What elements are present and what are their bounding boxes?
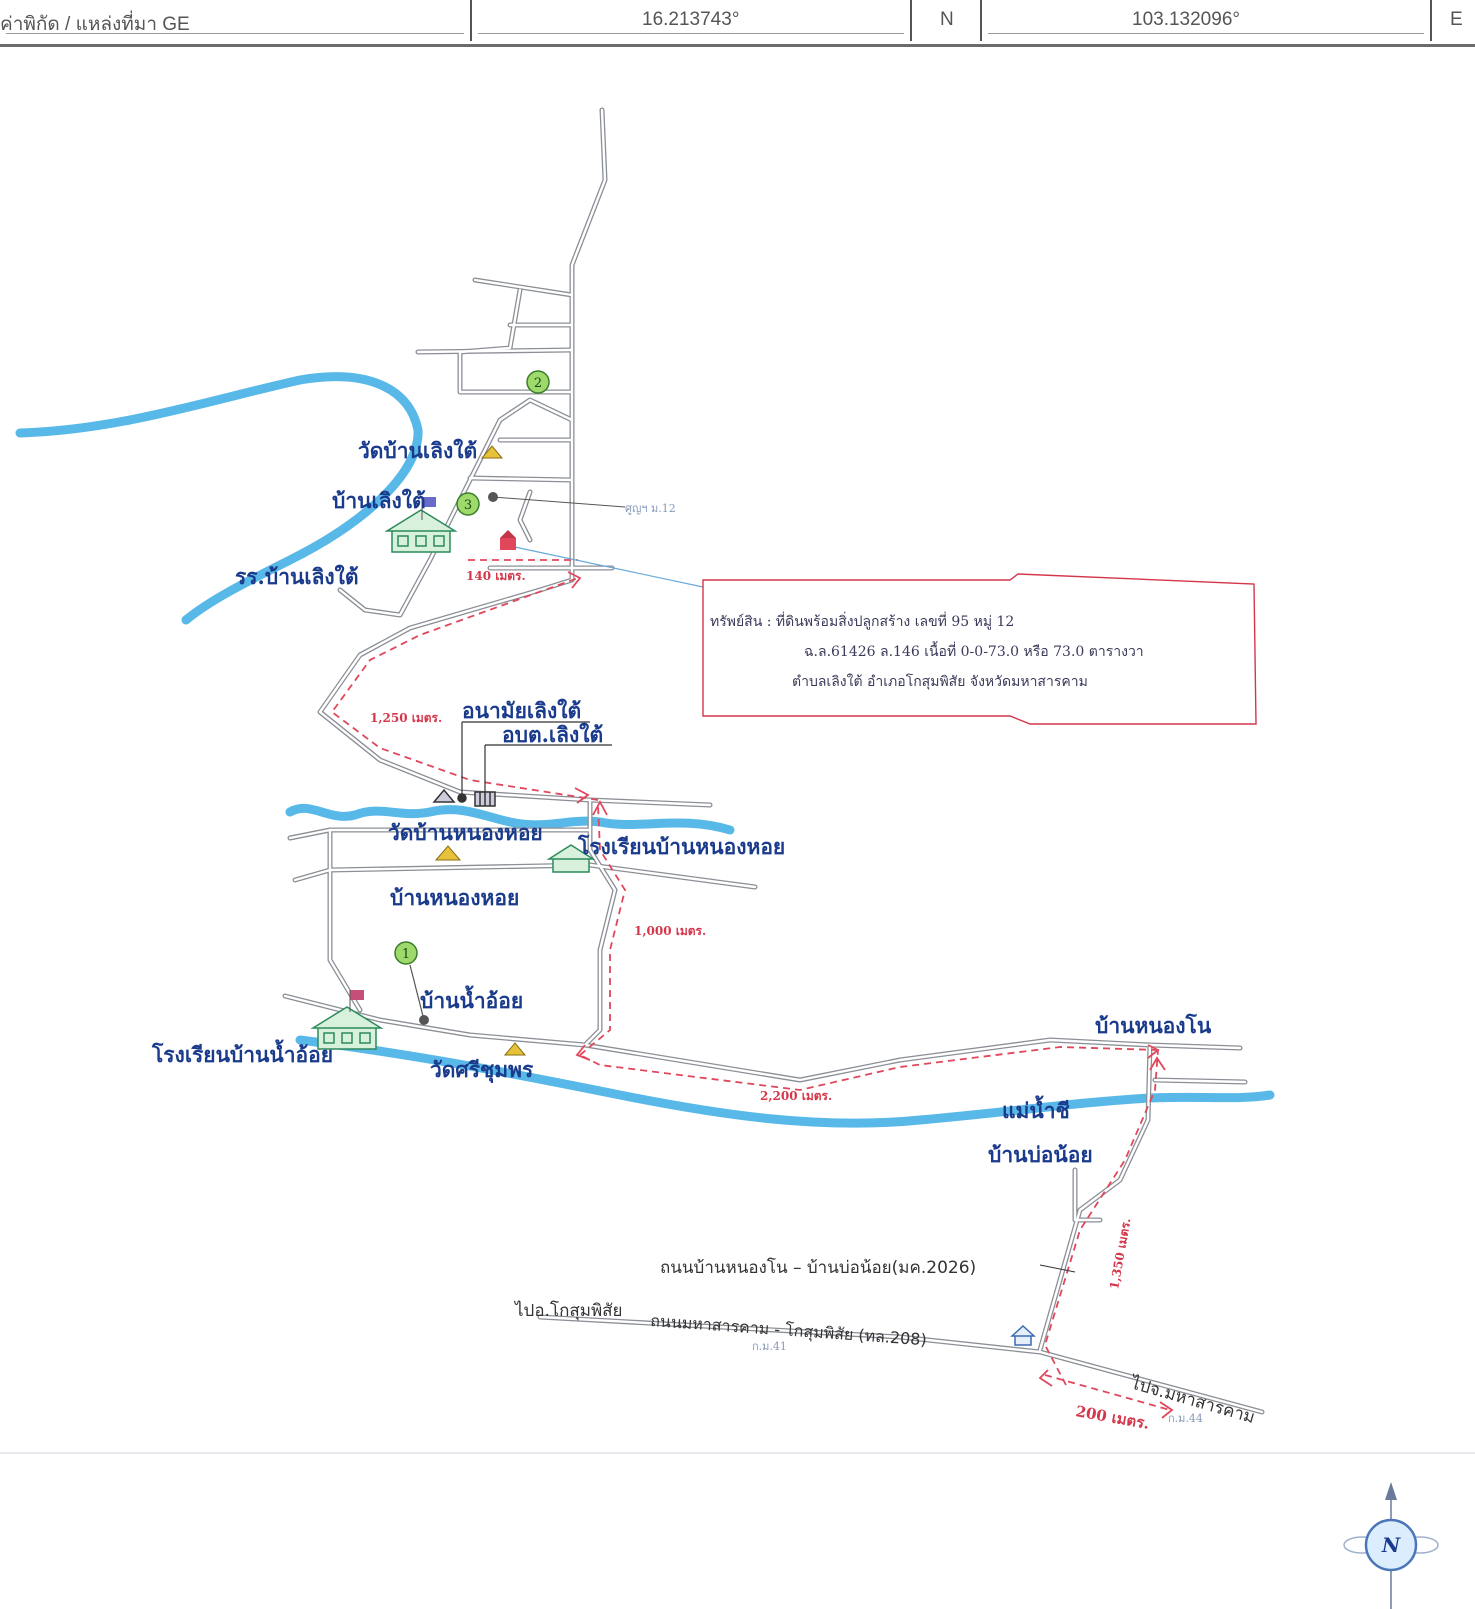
marker-1: 1 xyxy=(394,941,418,965)
lon-dir-cell: E xyxy=(1432,0,1475,41)
village-hall-leader xyxy=(492,496,626,508)
village-hall-dot xyxy=(488,492,498,502)
coordinate-header: ค่าพิกัด / แหล่งที่มา GE 16.213743° N 10… xyxy=(0,0,1475,47)
km-44-label: ก.ม.44 xyxy=(1168,1412,1203,1425)
local-road-label: ถนนบ้านหนองโน – บ้านบ่อน้อย(มค.2026) xyxy=(660,1257,976,1278)
distance-1250: 1,250 เมตร. xyxy=(370,711,442,725)
lat-dir-cell: N xyxy=(912,0,982,41)
property-line-3: ตำบลเลิงใต้ อำเภอโกสุมพิสัย จังหวัดมหาสา… xyxy=(792,673,1088,690)
label-health-station: อนามัยเลิงใต้ xyxy=(462,698,581,723)
svg-text:1: 1 xyxy=(402,947,410,962)
km-41-label: ก.ม.41 xyxy=(752,1340,787,1353)
marker-3: 3 xyxy=(456,492,480,516)
label-wat-nong-hoi: วัดบ้านหนองหอย xyxy=(388,820,543,845)
label-wat-si-chum-phon: วัดศรีชุมพร xyxy=(430,1057,534,1084)
road-labels: ถนนบ้านหนองโน – บ้านบ่อน้อย(มค.2026) ไปอ… xyxy=(513,1257,1257,1428)
roads xyxy=(282,107,1265,1415)
label-ban-loeng-tai: บ้านเลิงใต้ xyxy=(332,488,426,513)
flag-icon xyxy=(349,497,436,1012)
coord-source-cell: ค่าพิกัด / แหล่งที่มา GE xyxy=(0,0,472,41)
svg-text:3: 3 xyxy=(464,498,472,513)
svg-text:2: 2 xyxy=(534,376,542,391)
marker-2: 2 xyxy=(526,370,550,394)
label-school-nong-hoi: โรงเรียนบ้านหนองหอย xyxy=(577,834,785,859)
north-arrow-icon: N xyxy=(1343,1482,1439,1609)
property-line-1: ทรัพย์สิน : ที่ดินพร้อมสิ่งปลูกสร้าง เลข… xyxy=(710,612,1014,630)
property-line-2: ฉ.ล.61426 ล.146 เนื้อที่ 0-0-73.0 หรือ 7… xyxy=(804,641,1144,660)
to-kosum-label: ไปอ.โกสุมพิสัย xyxy=(513,1300,623,1321)
distance-200: 200 เมตร. xyxy=(1074,1402,1151,1433)
property-marker-icon xyxy=(500,530,516,550)
latitude-value: 16.213743° xyxy=(642,9,740,30)
coord-source-label: ค่าพิกัด / แหล่งที่มา GE xyxy=(0,14,190,35)
house-icon xyxy=(1010,1324,1036,1346)
longitude-direction: E xyxy=(1450,9,1463,30)
distance-2200: 2,200 เมตร. xyxy=(760,1089,832,1103)
label-ban-nong-hoi: บ้านหนองหอย xyxy=(390,885,519,910)
office-icon xyxy=(432,788,496,807)
property-info-box: ทรัพย์สิน : ที่ดินพร้อมสิ่งปลูกสร้าง เลข… xyxy=(702,573,1257,725)
dashed-route xyxy=(330,559,1171,1411)
compass-north-label: N xyxy=(1381,1533,1401,1557)
longitude-value: 103.132096° xyxy=(1132,9,1240,30)
village-hall-label: ศูญฯ ม.12 xyxy=(625,502,676,515)
label-school-loeng-tai: รร.บ้านเลิงใต้ xyxy=(235,564,359,589)
route-arrows xyxy=(567,571,1174,1419)
label-ban-nong-no: บ้านหนองโน xyxy=(1095,1013,1212,1038)
temple-icon xyxy=(434,445,527,1056)
river-north xyxy=(15,372,423,625)
label-river-chi: แม่น้ำชี xyxy=(1002,1095,1070,1123)
school-icon xyxy=(310,509,596,1050)
longitude-cell: 103.132096° xyxy=(982,0,1432,41)
label-ban-bo-noi: บ้านบ่อน้อย xyxy=(988,1142,1093,1167)
label-wat-ban-loeng-tai: วัดบ้านเลิงใต้ xyxy=(358,438,477,463)
highway-label: ถนนมหาสารคาม - โกสุมพิสัย (ทล.208) xyxy=(650,1311,928,1350)
latitude-direction: N xyxy=(940,9,954,30)
label-school-nam-oi: โรงเรียนบ้านน้ำอ้อย xyxy=(151,1039,333,1067)
label-sao-office: อบต.เลิงใต้ xyxy=(502,722,603,747)
label-ban-nam-oi: บ้านน้ำอ้อย xyxy=(420,985,523,1013)
latitude-cell: 16.213743° xyxy=(472,0,912,41)
distance-1350: 1,350 เมตร. xyxy=(1107,1217,1133,1291)
rivers xyxy=(15,372,1275,1128)
place-labels: วัดบ้านเลิงใต้ บ้านเลิงใต้ รร.บ้านเลิงใต… xyxy=(151,438,1212,1167)
distance-1000: 1,000 เมตร. xyxy=(634,924,706,938)
river-middle xyxy=(285,803,735,835)
distance-140: 140 เมตร. xyxy=(466,569,526,583)
property-leader xyxy=(509,545,704,588)
